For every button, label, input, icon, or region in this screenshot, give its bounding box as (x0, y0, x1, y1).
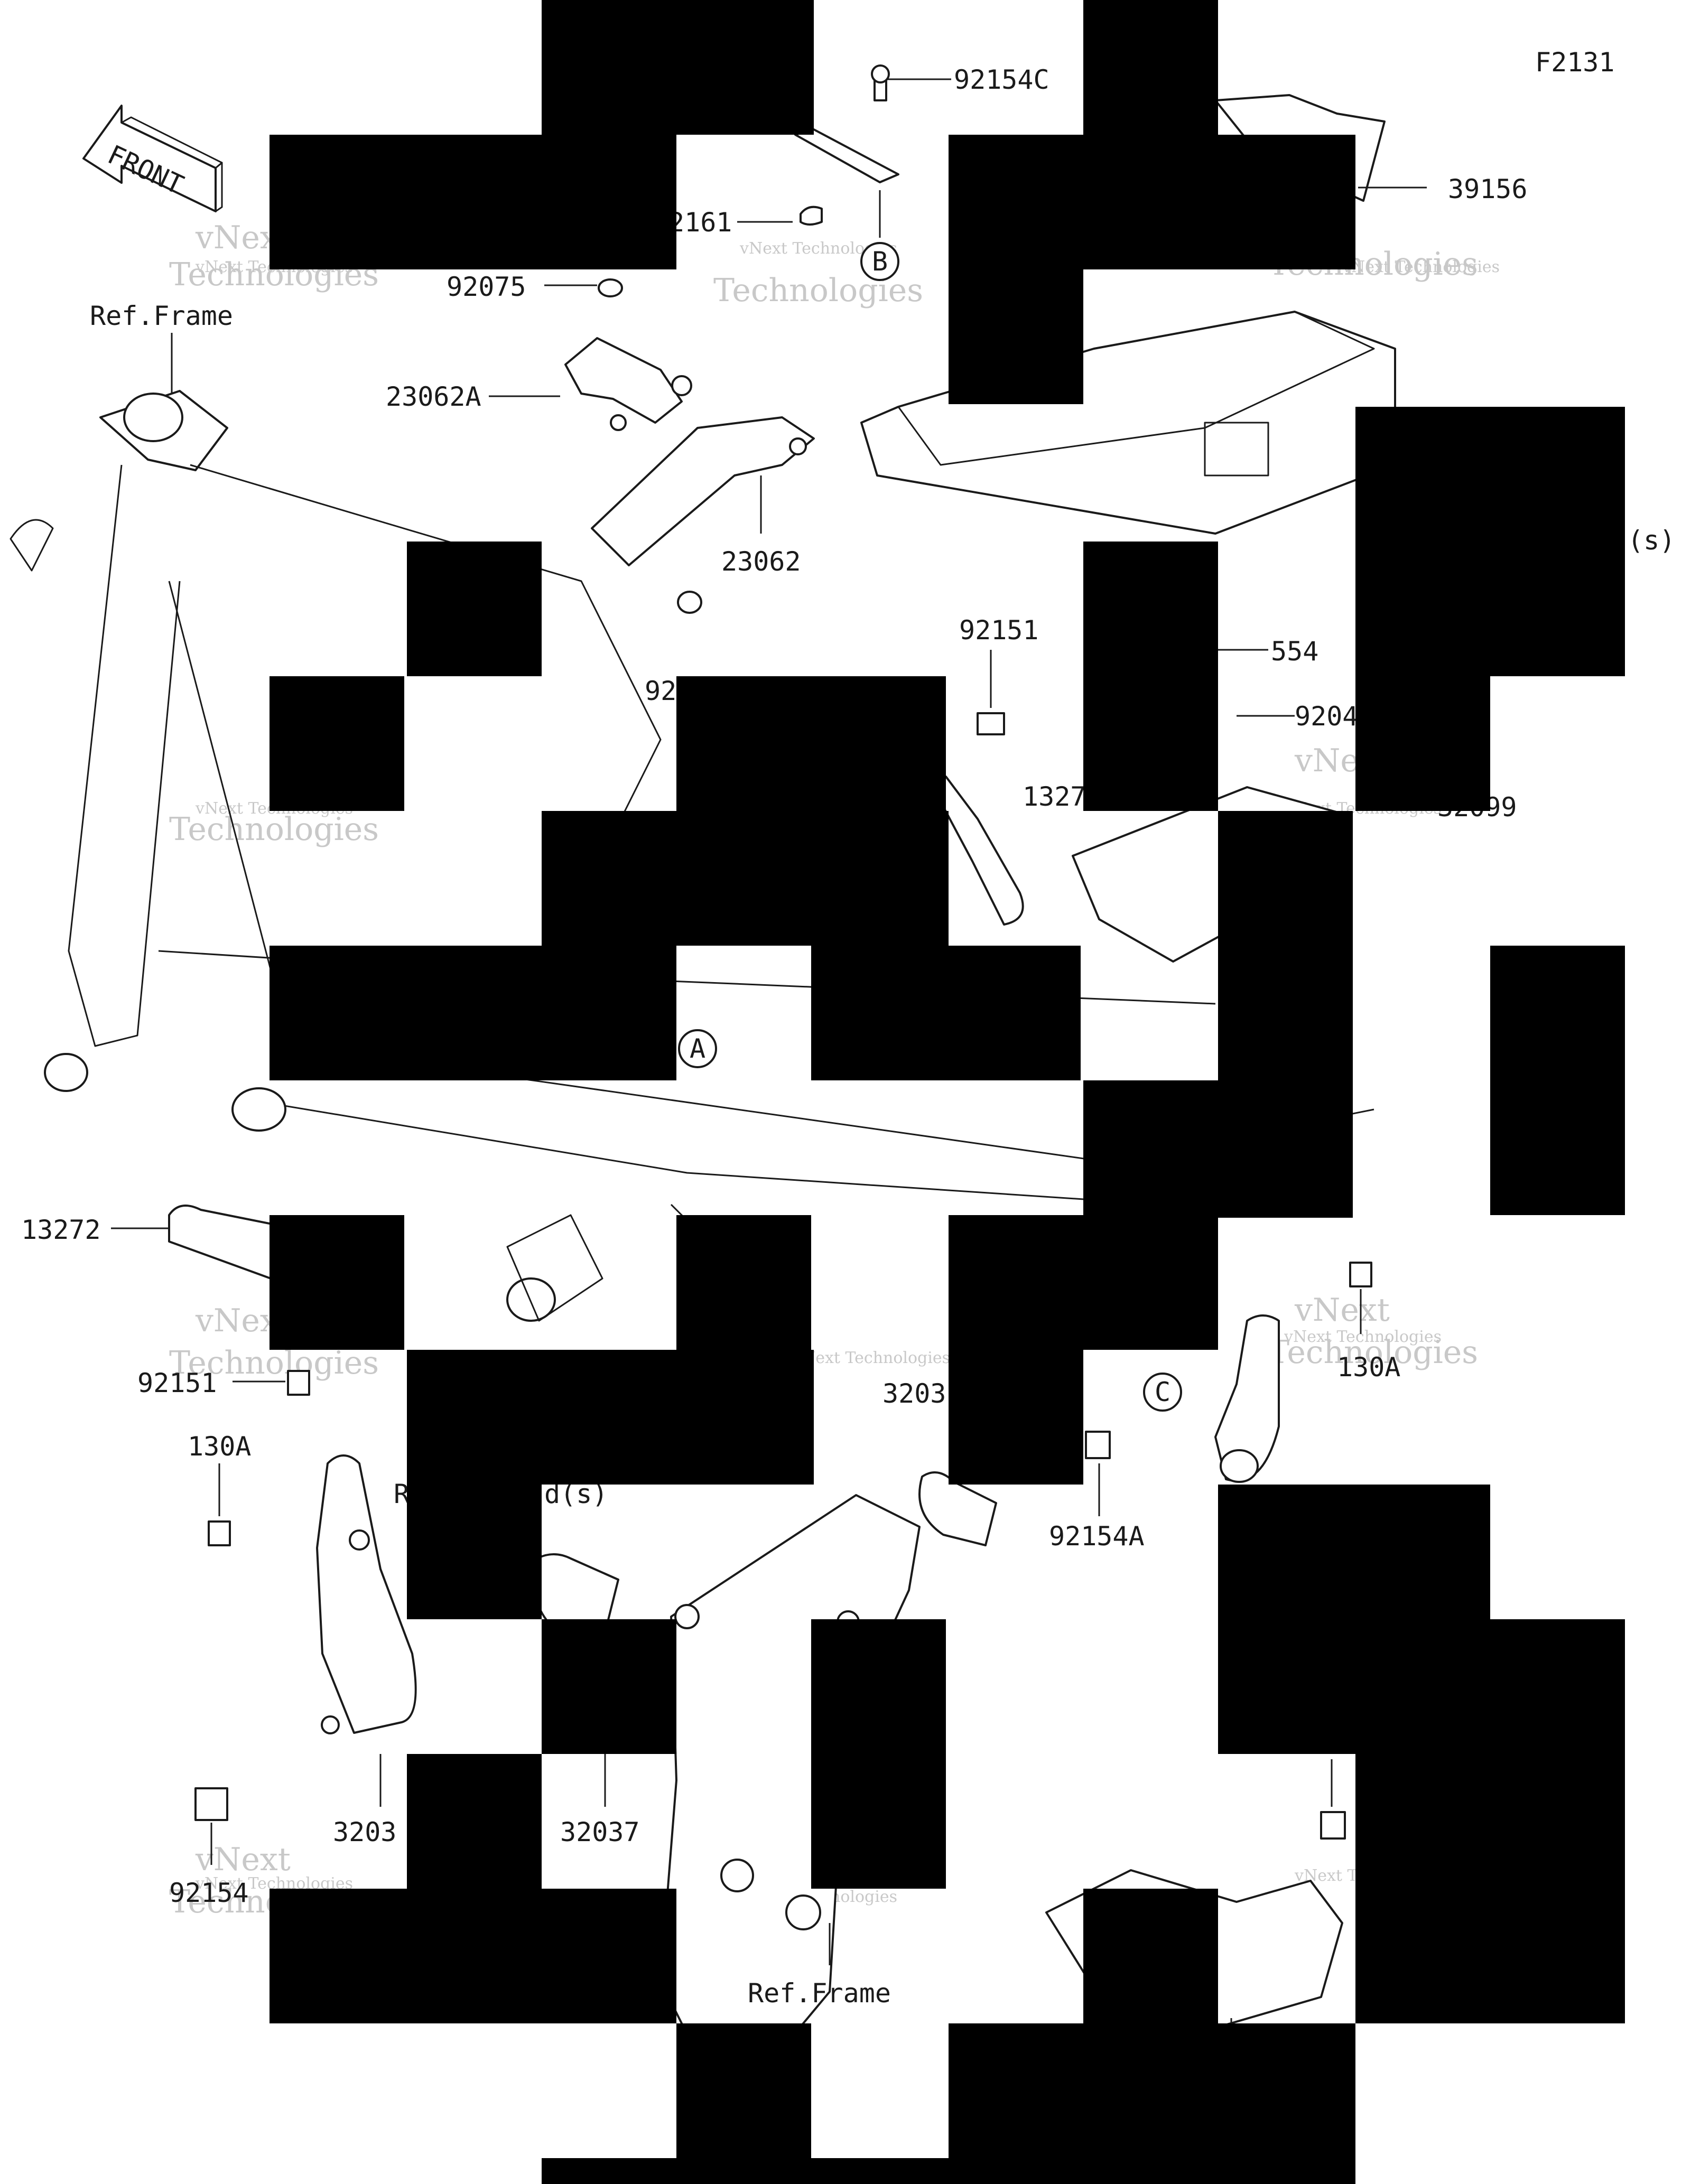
part-label-9204: 9204 (1295, 701, 1358, 732)
part-label-3203-bottom: 3203 (333, 1817, 396, 1847)
callout-b-label: B (872, 246, 888, 277)
callout-c (1143, 1373, 1182, 1412)
part-label-3203-top: 3203 (882, 1378, 946, 1409)
part-label-92161: 2161 (668, 207, 732, 238)
bracket-23062a (564, 337, 692, 431)
part-label-92xx: 92 (645, 676, 676, 706)
part-label-92075: 92075 (447, 272, 526, 302)
watermark: vNext (1294, 1292, 1390, 1329)
part-label-s: (s) (1628, 525, 1675, 556)
part-label-23062: 23062 (721, 546, 801, 577)
callout-b (860, 242, 899, 281)
redaction-blocks (270, 0, 1625, 2184)
watermark: vNext Technologies (1342, 258, 1500, 276)
part-label-92154c: 92154C (954, 64, 1049, 95)
callout-a-label: A (690, 1033, 705, 1064)
part-label-130a-right: 130A (1337, 1352, 1400, 1383)
ref-frame-bottom: Ref.Frame (748, 1978, 891, 2009)
figure-code: F2131 (1535, 47, 1615, 78)
ref-frame-top: Ref.Frame (90, 301, 233, 331)
part-label-32037: 32037 (560, 1817, 640, 1847)
watermark: Technologies (169, 811, 379, 848)
bracket-23062 (591, 416, 815, 566)
part-label-23062a: 23062A (386, 381, 481, 412)
part-label-554: 554 (1271, 636, 1318, 667)
part-label-130a-left: 130A (188, 1431, 251, 1462)
top-bracket: B (794, 64, 899, 281)
callout-a (678, 1029, 717, 1068)
watermark: Technologies (1268, 1334, 1478, 1371)
part-label-13272: 13272 (21, 1215, 101, 1245)
watermark: vNext Technologies (792, 1349, 950, 1367)
part-label-92151-bottom: 92151 (137, 1368, 217, 1398)
watermark: Technologies (169, 1345, 379, 1382)
front-arrow-icon: FRONT (82, 105, 223, 212)
watermark: vNext Technologies (1284, 1328, 1442, 1346)
part-label-1327: 1327 (1023, 781, 1086, 812)
watermark: Technologies (713, 272, 923, 309)
part-label-39156: 39156 (1448, 174, 1528, 204)
part-label-92154a: 92154A (1049, 1521, 1145, 1552)
main-frame (10, 390, 1374, 1322)
watermark: vNext (195, 1841, 291, 1878)
part-label-92151-top: 92151 (959, 615, 1039, 646)
part-label-92154: 92154 (169, 1878, 249, 1908)
callout-c-label: C (1155, 1377, 1170, 1407)
